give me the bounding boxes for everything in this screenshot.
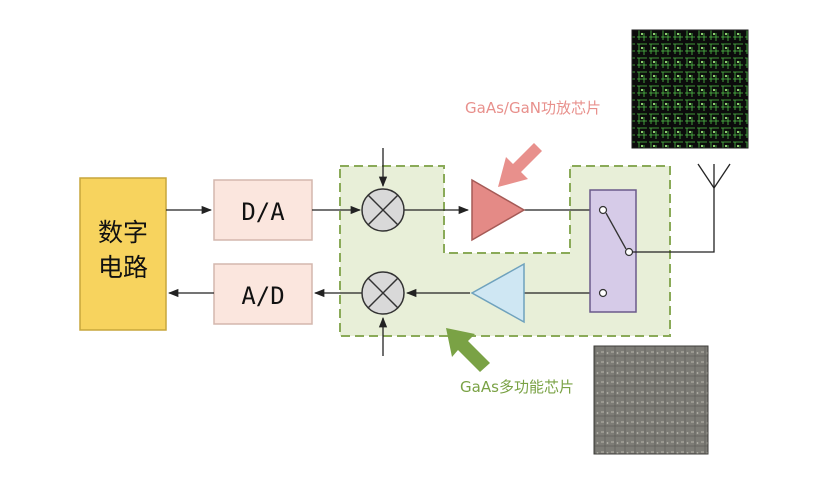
dac-block: D/A (213, 179, 313, 241)
multifunction-chip-label: GaAs多功能芯片 (460, 378, 574, 396)
power-amplifier-icon (471, 178, 526, 242)
pa-callout-arrow-icon (498, 143, 542, 187)
low-noise-amplifier-icon (470, 262, 525, 324)
adc-block: A/D (213, 263, 313, 325)
dac-label: D/A (241, 198, 285, 226)
antenna-feed-line (632, 188, 715, 253)
rf-switch-icon (589, 189, 637, 313)
antenna-icon (697, 163, 731, 189)
pa-chip-label: GaAs/GaN功放芯片 (465, 99, 601, 117)
digital-label-line1: 数字 (98, 218, 148, 247)
adc-label: A/D (241, 282, 284, 310)
multifunction-callout-arrow-icon (446, 328, 490, 372)
multifunction-chip-photo (593, 345, 709, 455)
pa-chip-photo (631, 29, 749, 149)
mixer-icon (361, 271, 405, 315)
digital-circuit-block: 数字 电路 (79, 177, 167, 331)
digital-label-line2: 电路 (98, 253, 148, 282)
mixer-icon (361, 188, 405, 232)
